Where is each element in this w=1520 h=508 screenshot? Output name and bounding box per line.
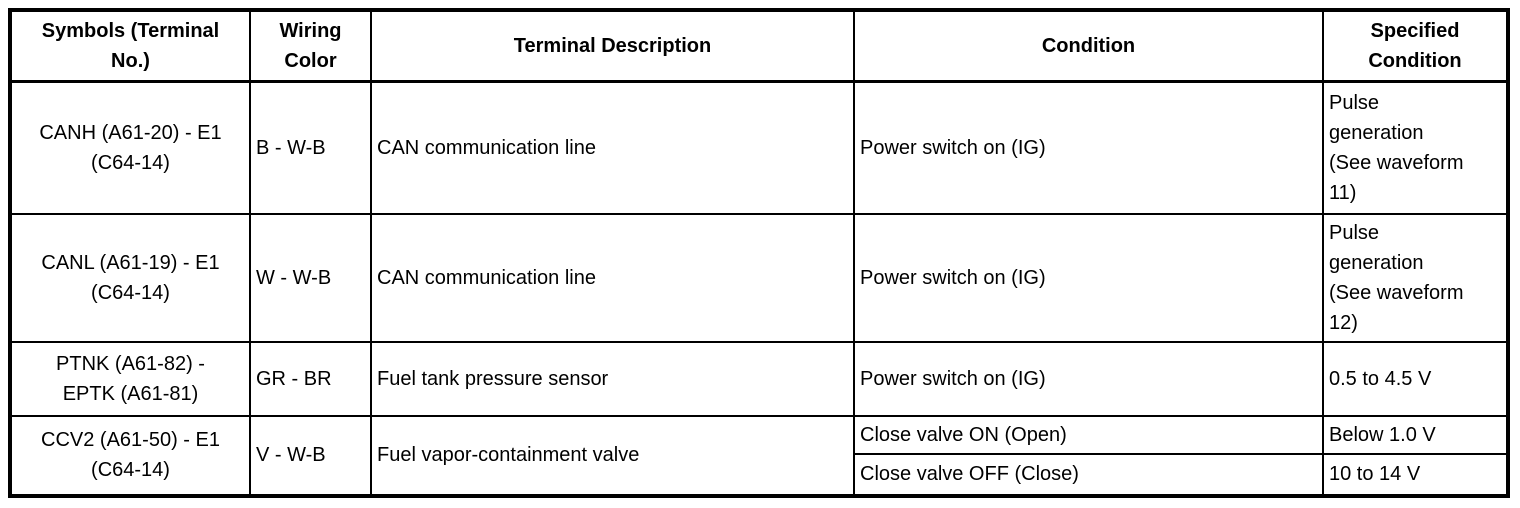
header-specified-condition: Specified Condition [1322, 9, 1509, 83]
cell-specified-condition: Pulse generation (See waveform 12) [1322, 212, 1509, 343]
table-header-row: Symbols (Terminal No.) Wiring Color Term… [9, 9, 1509, 83]
cell-description: Fuel tank pressure sensor [370, 340, 855, 417]
table-row: CCV2 (A61-50) - E1 (C64-14) V - W-B Fuel… [9, 414, 1509, 497]
cell-wiring-color: B - W-B [249, 80, 372, 215]
table-row: PTNK (A61-82) - EPTK (A61-81) GR - BR Fu… [9, 340, 1509, 417]
cell-description: CAN communication line [370, 80, 855, 215]
cell-specified-condition: 10 to 14 V [1322, 452, 1509, 497]
cell-wiring-color: GR - BR [249, 340, 372, 417]
cell-wiring-color: W - W-B [249, 212, 372, 343]
cell-description: CAN communication line [370, 212, 855, 343]
cell-condition: Power switch on (IG) [853, 340, 1324, 417]
header-terminal-description: Terminal Description [370, 9, 855, 83]
cell-specified-condition: Pulse generation (See waveform 11) [1322, 80, 1509, 215]
cell-symbol: CANH (A61-20) - E1 (C64-14) [9, 80, 251, 215]
cell-condition: Close valve ON (Open) [853, 414, 1324, 455]
cell-specified-condition: Below 1.0 V [1322, 414, 1509, 455]
terminal-table: Symbols (Terminal No.) Wiring Color Term… [8, 8, 1510, 498]
table-row: Close valve OFF (Close) 10 to 14 V [10, 452, 1509, 497]
cell-condition: Power switch on (IG) [853, 80, 1324, 215]
cell-condition: Close valve OFF (Close) [853, 452, 1324, 497]
cell-condition: Power switch on (IG) [853, 212, 1324, 343]
cell-wiring-color: V - W-B [249, 414, 372, 497]
table-row: CANL (A61-19) - E1 (C64-14) W - W-B CAN … [9, 212, 1509, 343]
cell-symbol: PTNK (A61-82) - EPTK (A61-81) [9, 340, 251, 417]
header-condition: Condition [853, 9, 1324, 83]
cell-symbol: CCV2 (A61-50) - E1 (C64-14) [9, 414, 251, 497]
table-row: CANH (A61-20) - E1 (C64-14) B - W-B CAN … [9, 80, 1509, 215]
header-symbols: Symbols (Terminal No.) [9, 9, 251, 83]
header-wiring-color: Wiring Color [249, 9, 372, 83]
cell-specified-condition: 0.5 to 4.5 V [1322, 340, 1509, 417]
cell-description: Fuel vapor-containment valve [370, 414, 855, 497]
cell-symbol: CANL (A61-19) - E1 (C64-14) [9, 212, 251, 343]
